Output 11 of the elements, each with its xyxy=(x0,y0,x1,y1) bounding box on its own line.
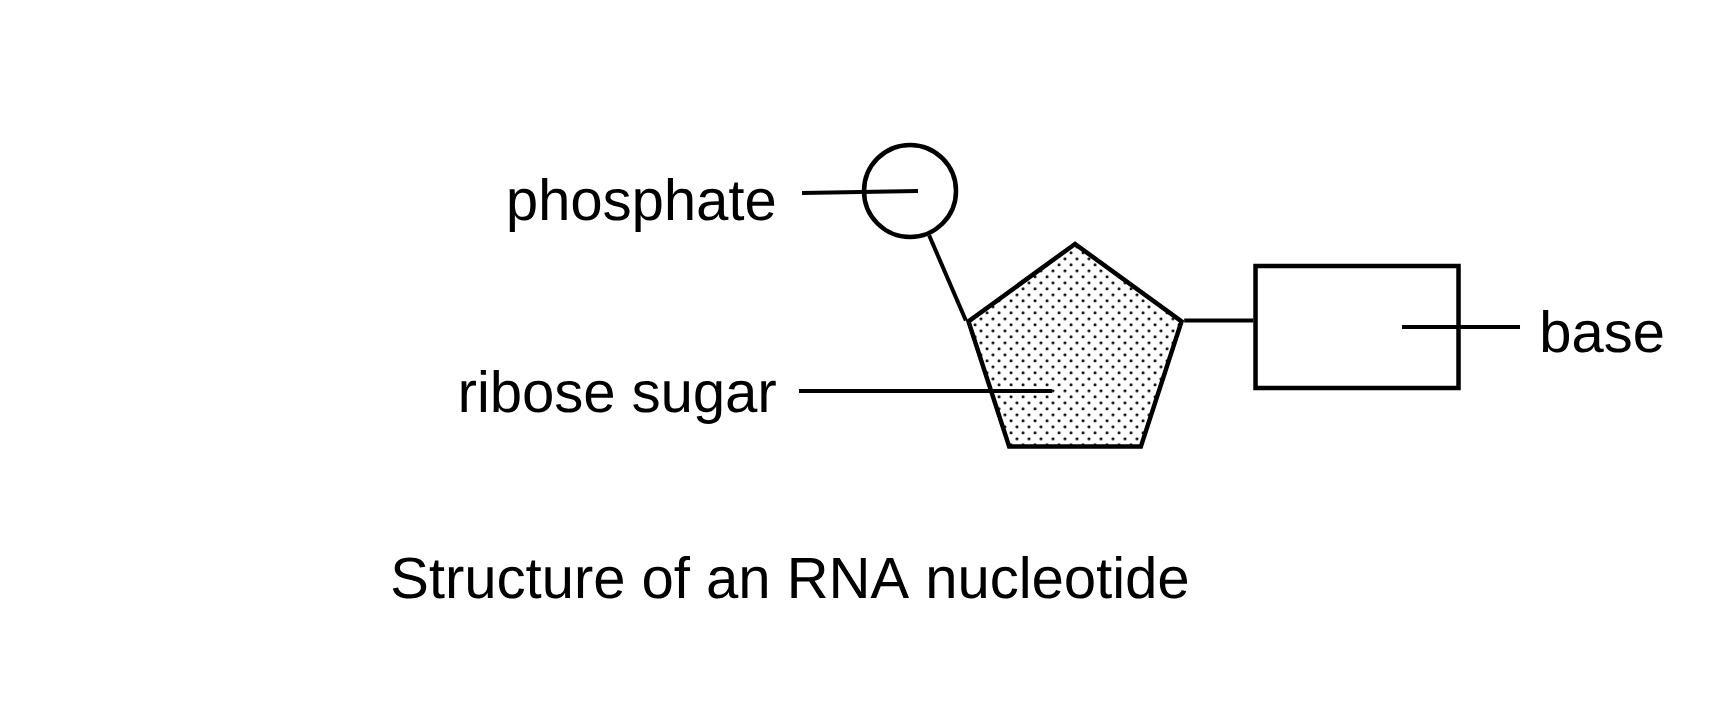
connecting-line xyxy=(927,234,968,322)
leader-line xyxy=(801,189,919,195)
part-label: base xyxy=(1542,309,1663,353)
circle-shape xyxy=(861,142,959,240)
rectangle-shape xyxy=(1253,263,1461,391)
leader-line xyxy=(1402,325,1520,329)
connecting-line xyxy=(1184,318,1254,323)
leader-line xyxy=(799,389,1052,393)
part-label: ribose sugar xyxy=(461,369,776,425)
part-label: phosphate xyxy=(509,177,775,232)
figure-caption: Structure of an RNA nucleotide xyxy=(392,555,1188,599)
